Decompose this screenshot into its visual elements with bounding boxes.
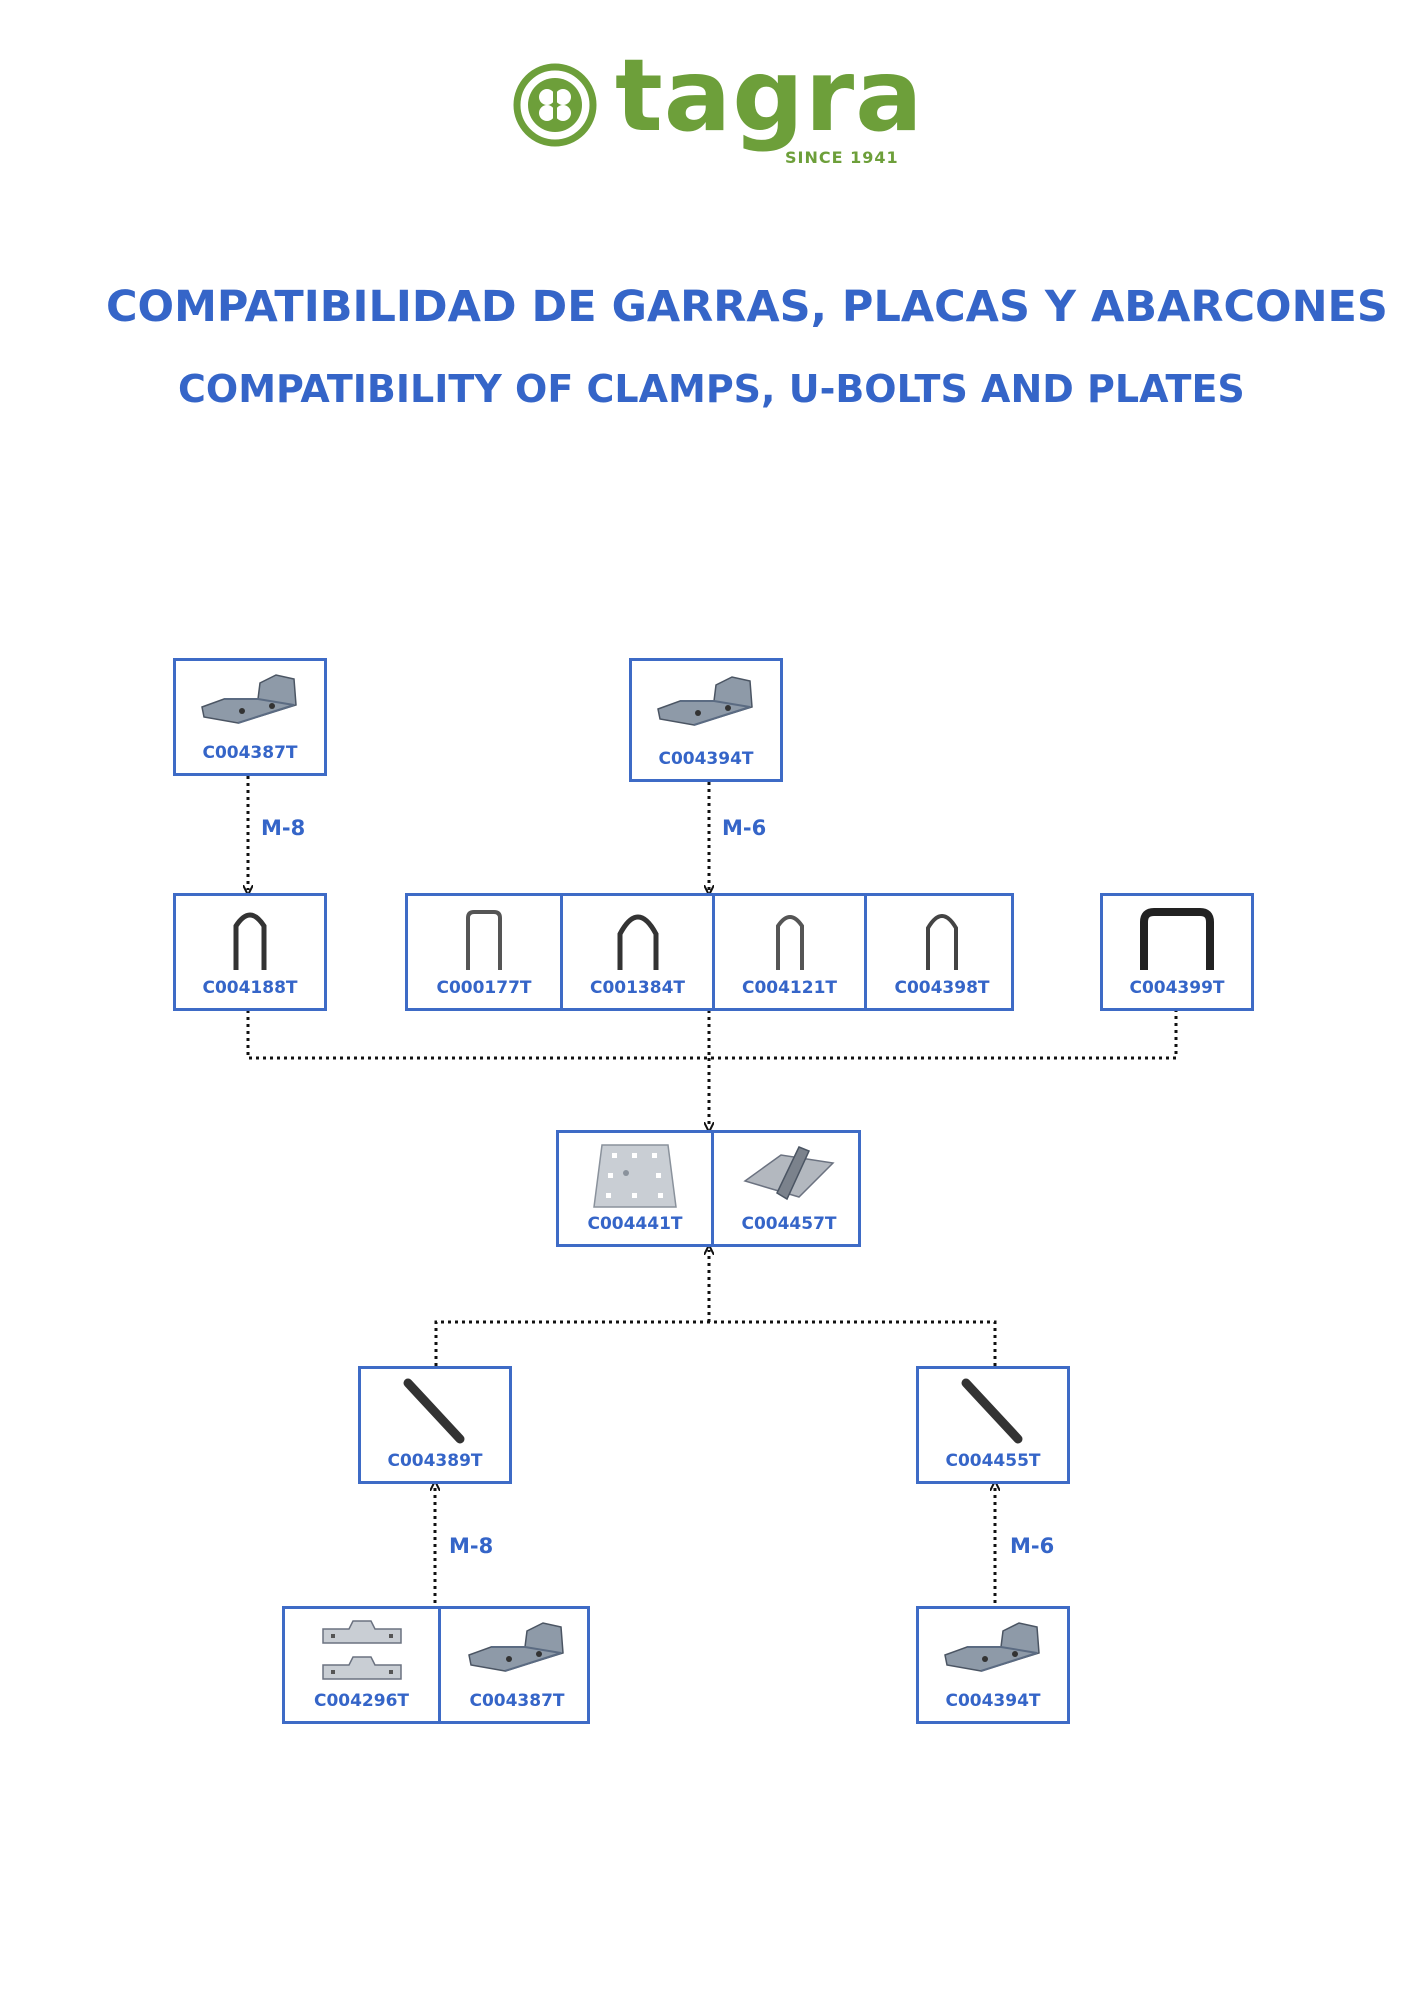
node-code: C004399T <box>1129 978 1225 998</box>
flow-label-top-left: M-8 <box>261 816 306 840</box>
logo-wordmark: tagra <box>615 37 924 154</box>
u-bolt-icon <box>617 914 658 970</box>
title-spanish: COMPATIBILIDAD DE GARRAS, PLACAS Y ABARC… <box>106 282 1388 332</box>
node-ubolt-3[interactable]: C001384T <box>560 896 712 1008</box>
u-bolt-icon <box>1140 908 1214 970</box>
node-code: C004387T <box>469 1691 565 1711</box>
grape-leaf-logo-icon <box>513 63 597 147</box>
node-code: C004455T <box>945 1451 1041 1471</box>
bar-photo-icon <box>961 1378 1023 1444</box>
brand-logo: tagra SINCE 1941 <box>512 46 923 167</box>
node-code: C004188T <box>202 978 298 998</box>
node-plate-group: C004441T C004457T <box>556 1130 861 1247</box>
clamp-photo-icon <box>944 1622 1040 1672</box>
node-clamp-bl[interactable]: C004387T <box>438 1609 593 1721</box>
u-bolt-icon <box>926 914 958 970</box>
node-code: C004441T <box>587 1214 683 1234</box>
bracket-photo-icon <box>321 1620 402 1680</box>
node-ubolt-6[interactable]: C004399T <box>1100 893 1254 1011</box>
u-bolt-icon <box>233 912 267 970</box>
clamp-photo-icon <box>201 674 297 724</box>
node-code: C004398T <box>894 978 990 998</box>
node-code: C004296T <box>313 1691 410 1711</box>
node-code: C004121T <box>741 978 838 998</box>
node-ubolt-4[interactable]: C004121T <box>712 896 864 1008</box>
flow-label-bottom-left: M-8 <box>449 1534 494 1558</box>
node-clamp-top-left[interactable]: C004387T <box>173 658 327 776</box>
title-english: COMPATIBILITY OF CLAMPS, U-BOLTS AND PLA… <box>178 367 1245 411</box>
connector-bars-merge <box>434 1320 997 1366</box>
node-code: C000177T <box>436 978 532 998</box>
node-ubolt-5[interactable]: C004398T <box>864 896 1017 1008</box>
node-bar-left[interactable]: C004389T <box>358 1366 512 1484</box>
node-bracket-bl[interactable]: C004296T <box>285 1609 438 1721</box>
flow-label-bottom-right: M-6 <box>1010 1534 1055 1558</box>
flow-label-top-mid: M-6 <box>722 816 767 840</box>
plate-photo-icon <box>743 1146 835 1201</box>
plate-photo-icon <box>593 1144 677 1208</box>
bar-photo-icon <box>403 1378 465 1444</box>
u-bolt-icon <box>775 915 804 970</box>
node-code: C001384T <box>589 978 686 998</box>
u-bolt-icon <box>466 910 502 970</box>
connector-ubolts-merge <box>246 1010 1178 1060</box>
node-code: C004457T <box>741 1214 837 1234</box>
node-code: C004394T <box>945 1691 1041 1711</box>
node-clamp-top-mid[interactable]: C004394T <box>629 658 783 782</box>
clamp-photo-icon <box>468 1622 564 1672</box>
node-bottom-left-group: C004296T C004387T <box>282 1606 590 1724</box>
node-clamp-br[interactable]: C004394T <box>916 1606 1070 1724</box>
node-bar-right[interactable]: C004455T <box>916 1366 1070 1484</box>
node-code: C004387T <box>202 743 298 763</box>
node-ubolt-group: C000177T C001384T C004121T C004398T <box>405 893 1014 1011</box>
node-plate-1[interactable]: C004441T <box>559 1133 711 1244</box>
node-ubolt-2[interactable]: C000177T <box>408 896 560 1008</box>
node-ubolt-1[interactable]: C004188T <box>173 893 327 1011</box>
node-code: C004394T <box>658 749 754 769</box>
logo-since-text: SINCE 1941 <box>785 148 899 167</box>
node-plate-2[interactable]: C004457T <box>711 1133 864 1244</box>
node-code: C004389T <box>387 1451 483 1471</box>
clamp-photo-icon <box>657 676 753 726</box>
